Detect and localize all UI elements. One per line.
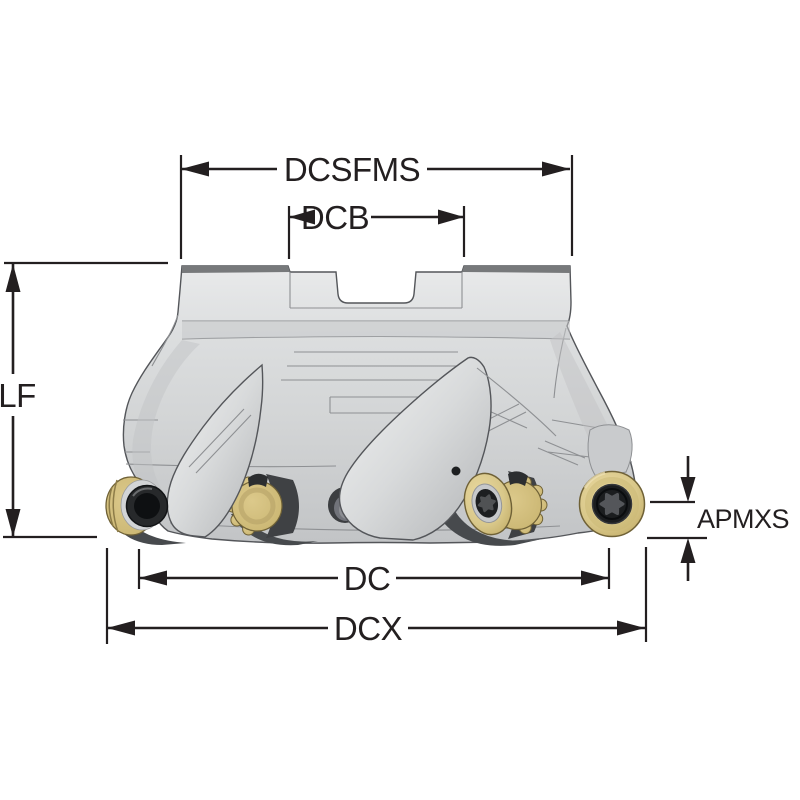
dimension-dcb: DCB — [287, 199, 466, 259]
fin-clamp-left — [166, 363, 264, 538]
coolant-hole — [451, 466, 461, 476]
dim-label-dcsfms: DCSFMS — [284, 151, 420, 188]
arrowhead-right — [581, 570, 609, 586]
arrowhead-left — [181, 161, 209, 177]
arrowhead-right — [542, 161, 570, 177]
arrowhead-down — [680, 477, 696, 502]
extension-line — [3, 261, 168, 539]
extension-line — [287, 206, 466, 259]
dimension-dcx: DCX — [105, 547, 648, 647]
dim-label-dcb: DCB — [301, 199, 369, 236]
torx-socket-icon — [477, 494, 496, 513]
arrowhead-right — [438, 209, 464, 225]
dimension-dc: DC — [137, 548, 611, 597]
serrated-adapter-ring-left — [226, 473, 299, 538]
extension-line — [137, 548, 611, 589]
arrowhead-right — [617, 620, 645, 636]
dimension-apmxs: APMXS — [647, 456, 790, 581]
shade-band — [182, 321, 570, 339]
arrowhead-left — [107, 620, 135, 636]
arrowhead-left — [139, 570, 167, 586]
shade-left-flare — [132, 340, 200, 505]
right-insert-pocket-boss — [587, 424, 633, 479]
round-insert-center — [463, 472, 513, 536]
extension-line — [179, 155, 574, 259]
arrowhead-up — [680, 538, 696, 563]
round-insert-right — [578, 470, 646, 538]
dim-label-lf: LF — [0, 377, 36, 414]
top-clamp-cap — [248, 473, 268, 487]
fin-clamp-center — [338, 356, 557, 541]
arrowhead-left — [289, 209, 315, 225]
dimension-lf: LF — [0, 261, 168, 539]
arrowhead-up — [5, 264, 21, 292]
top-rim-right — [462, 266, 570, 273]
torx-socket-icon — [599, 492, 625, 516]
dimension-dcsfms: DCSFMS — [179, 151, 574, 259]
top-rim-left — [182, 266, 290, 273]
dim-label-apmxs: APMXS — [697, 504, 789, 534]
top-clamp-cap — [508, 471, 528, 486]
round-insert-left — [105, 476, 169, 536]
dim-label-dcx: DCX — [334, 610, 403, 647]
dim-label-dc: DC — [344, 560, 391, 597]
arrowhead-down — [5, 509, 21, 537]
